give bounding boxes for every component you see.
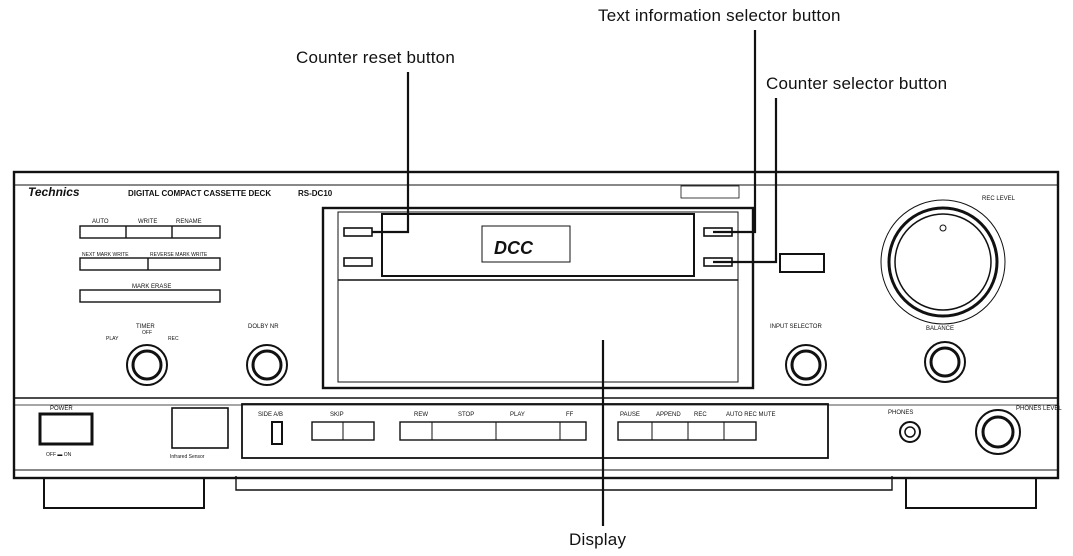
svg-text:REC LEVEL: REC LEVEL — [982, 196, 1016, 202]
dcc-logo: DCC — [494, 238, 534, 258]
leader-lines — [372, 30, 778, 526]
svg-text:NEXT MARK WRITE: NEXT MARK WRITE — [82, 252, 129, 258]
svg-text:PLAY: PLAY — [510, 412, 525, 418]
leader-counter-selector — [713, 98, 778, 264]
phones-jack — [899, 421, 921, 443]
power-button — [38, 412, 94, 446]
callout-display: Display — [569, 530, 627, 549]
model-line: DIGITAL COMPACT CASSETTE DECK — [128, 189, 271, 198]
text-info-selector-button — [703, 227, 733, 237]
svg-text:REVERSE MARK WRITE: REVERSE MARK WRITE — [150, 252, 208, 258]
balance-knob — [924, 341, 966, 383]
left-button-group — [79, 225, 221, 303]
svg-text:Infrared Sensor: Infrared Sensor — [170, 454, 205, 460]
svg-text:FF: FF — [566, 412, 574, 418]
svg-text:DOLBY NR: DOLBY NR — [248, 324, 279, 330]
svg-text:REC: REC — [694, 412, 707, 418]
svg-text:AUTO: AUTO — [92, 219, 109, 225]
dolby-nr-knob — [246, 344, 288, 386]
leader-text-info — [713, 30, 757, 234]
svg-text:SKIP: SKIP — [330, 412, 344, 418]
callout-text-information-selector: Text information selector button — [598, 6, 841, 25]
svg-text:SIDE A/B: SIDE A/B — [258, 412, 283, 418]
transport-panel — [241, 403, 829, 459]
svg-text:APPEND: APPEND — [656, 412, 681, 418]
callout-counter-reset: Counter reset button — [296, 48, 455, 67]
svg-text:OFF: OFF — [142, 330, 152, 336]
infrared-sensor — [171, 407, 229, 449]
svg-text:WRITE: WRITE — [138, 219, 157, 225]
deck-body — [12, 170, 1060, 480]
svg-text:RENAME: RENAME — [176, 219, 202, 225]
counter-reset-button — [343, 227, 373, 237]
svg-text:POWER: POWER — [50, 406, 73, 412]
counter-selector-button — [703, 257, 733, 267]
svg-text:OFF ▬ ON: OFF ▬ ON — [46, 452, 72, 458]
svg-text:AUTO REC MUTE: AUTO REC MUTE — [726, 412, 776, 418]
svg-text:STOP: STOP — [458, 412, 474, 418]
phones-level-knob — [975, 409, 1021, 455]
svg-text:REW: REW — [414, 412, 428, 418]
svg-text:MARK ERASE: MARK ERASE — [132, 284, 171, 290]
svg-text:PHONES LEVEL: PHONES LEVEL — [1016, 406, 1062, 412]
rec-level-knob — [880, 199, 1006, 325]
right-foot — [905, 477, 1037, 509]
leader-counter-reset — [372, 72, 410, 234]
svg-text:PLAY: PLAY — [106, 336, 119, 342]
svg-text:REC: REC — [168, 336, 179, 342]
brand-logo: Technics — [28, 185, 80, 199]
left-foot — [43, 477, 205, 509]
svg-text:PHONES: PHONES — [888, 410, 913, 416]
callout-counter-selector: Counter selector button — [766, 74, 948, 93]
svg-text:TIMER: TIMER — [136, 324, 155, 330]
timer-knob — [126, 344, 168, 386]
display-window — [321, 206, 755, 390]
svg-text:BALANCE: BALANCE — [926, 326, 954, 332]
svg-text:INPUT SELECTOR: INPUT SELECTOR — [770, 324, 822, 330]
model-number: RS-DC10 — [298, 189, 333, 198]
input-selector-knob — [785, 344, 827, 386]
svg-text:PAUSE: PAUSE — [620, 412, 640, 418]
